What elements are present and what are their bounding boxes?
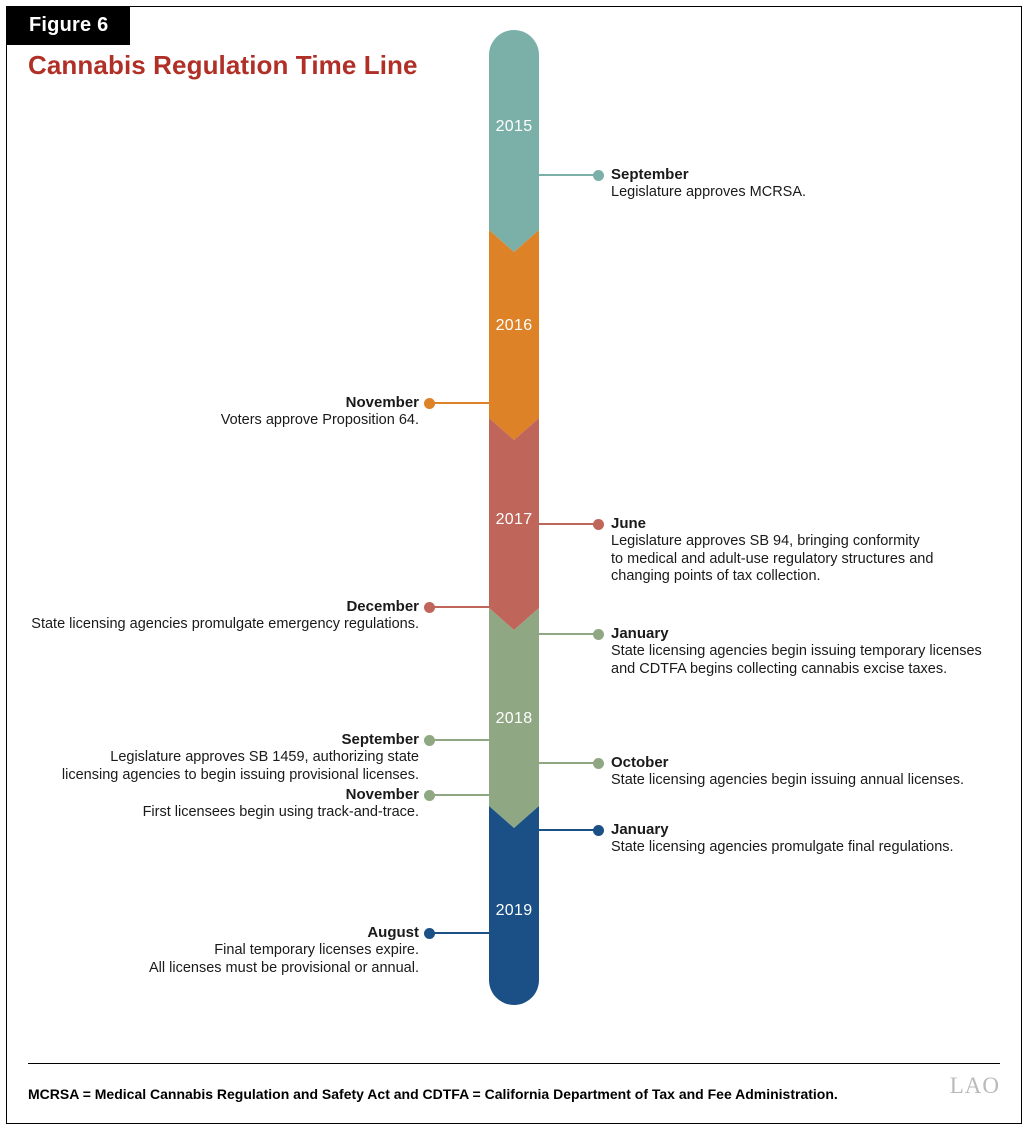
event-marker-dot[interactable] bbox=[423, 397, 435, 409]
figure-border bbox=[6, 6, 1022, 1124]
segment-shape-2019 bbox=[489, 806, 539, 1005]
event-month-label: January bbox=[611, 625, 669, 642]
segment-shape-2015 bbox=[489, 30, 539, 252]
event-marker-dot[interactable] bbox=[592, 169, 604, 181]
connector-line bbox=[434, 794, 489, 796]
connector-line bbox=[434, 739, 489, 741]
year-label-2017: 2017 bbox=[495, 511, 533, 528]
page-title: Cannabis Regulation Time Line bbox=[28, 50, 418, 80]
event-month-label: August bbox=[367, 924, 419, 941]
event-description: State licensing agencies begin issuing a… bbox=[611, 772, 965, 788]
year-label-2016: 2016 bbox=[495, 317, 533, 334]
event-marker-dot[interactable] bbox=[423, 789, 435, 801]
footnote-text: MCRSA = Medical Cannabis Regulation and … bbox=[28, 1086, 838, 1102]
event-month-label: November bbox=[345, 394, 419, 411]
event-marker-dot[interactable] bbox=[592, 518, 604, 530]
event-description: Voters approve Proposition 64. bbox=[220, 412, 419, 428]
event-description: Legislature approves SB 94, bringing con… bbox=[611, 533, 934, 584]
year-label-2015: 2015 bbox=[495, 118, 533, 135]
event-description: Legislature approves SB 1459, authorizin… bbox=[61, 749, 419, 783]
timeline-segment-2017: 2017 bbox=[489, 418, 539, 630]
timeline-bar: 2015 2016 2017 2018 2019 bbox=[489, 30, 539, 1005]
connector-line bbox=[539, 762, 598, 764]
event-description: First licensees begin using track-and-tr… bbox=[142, 804, 419, 820]
event-description: Final temporary licenses expire. All lic… bbox=[149, 942, 419, 976]
segment-shape-2016 bbox=[489, 230, 539, 440]
segment-shape-2017 bbox=[489, 418, 539, 630]
connector-line bbox=[539, 633, 598, 635]
event-marker-dot[interactable] bbox=[423, 601, 435, 613]
segment-shape-2018 bbox=[489, 608, 539, 828]
figure-number-tab: Figure 6 bbox=[7, 7, 131, 45]
event-month-label: June bbox=[611, 515, 647, 532]
timeline-segment-2018: 2018 bbox=[489, 608, 539, 828]
event-marker-dot[interactable] bbox=[592, 757, 604, 769]
connector-line bbox=[434, 932, 489, 934]
footer-divider bbox=[28, 1063, 1000, 1064]
timeline-segment-2015: 2015 bbox=[489, 30, 539, 252]
year-label-2018: 2018 bbox=[495, 710, 533, 727]
event-month-label: December bbox=[346, 598, 419, 615]
event-description: State licensing agencies promulgate fina… bbox=[611, 839, 954, 855]
year-label-2019: 2019 bbox=[495, 902, 533, 919]
lao-logo: LAO bbox=[949, 1073, 1000, 1098]
timeline-segment-2016: 2016 bbox=[489, 230, 539, 440]
connector-line bbox=[434, 606, 489, 608]
event-month-label: October bbox=[611, 754, 669, 771]
timeline-segment-2019: 2019 bbox=[489, 806, 539, 1005]
event-month-label: January bbox=[611, 821, 669, 838]
connector-line bbox=[434, 402, 489, 404]
event-marker-dot[interactable] bbox=[423, 734, 435, 746]
event-description: State licensing agencies begin issuing t… bbox=[611, 643, 982, 677]
event-month-label: November bbox=[345, 786, 419, 803]
event-description: Legislature approves MCRSA. bbox=[611, 184, 807, 200]
connector-line bbox=[539, 174, 598, 176]
connector-line bbox=[539, 523, 598, 525]
event-marker-dot[interactable] bbox=[423, 927, 435, 939]
event-marker-dot[interactable] bbox=[592, 824, 604, 836]
event-marker-dot[interactable] bbox=[592, 628, 604, 640]
event-description: State licensing agencies promulgate emer… bbox=[31, 616, 419, 632]
event-month-label: September bbox=[611, 166, 689, 183]
connector-line bbox=[539, 829, 598, 831]
event-month-label: September bbox=[341, 731, 419, 748]
